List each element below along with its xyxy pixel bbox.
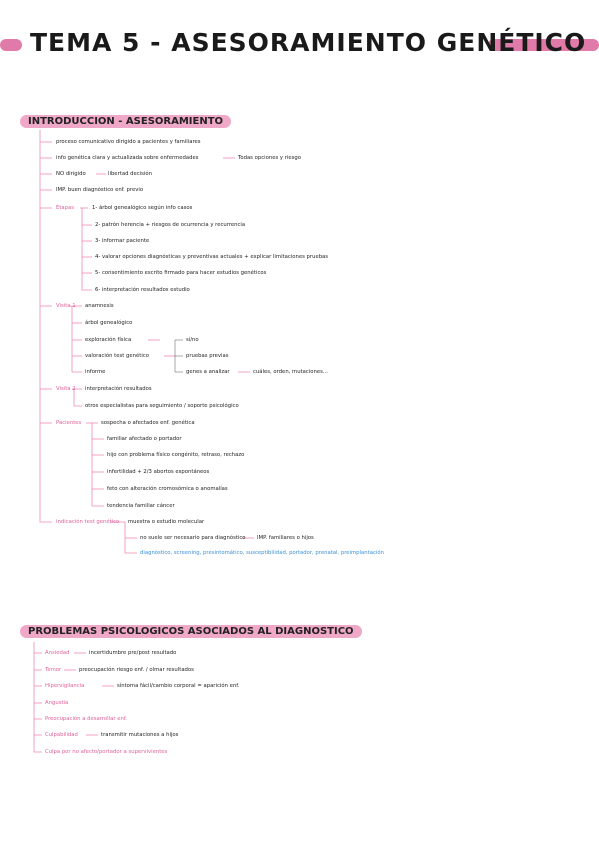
etapa-5: 5- consentimiento escrito firmado para h… bbox=[95, 270, 267, 276]
pacientes-item-1: sospecha o afectados enf. genética bbox=[101, 420, 195, 426]
problema-text-1: incertidumbre pre/post resultado bbox=[89, 650, 177, 656]
intro-line-3: NO dirigido bbox=[56, 171, 86, 177]
problema-label-7: Culpa por no afecto/portador a supervivi… bbox=[45, 749, 168, 755]
pacientes-item-2: familiar afectado o portador bbox=[107, 436, 182, 442]
problema-label-3: Hipervigilancia bbox=[45, 683, 85, 689]
etapa-2: 2- patrón herencia + riesgos de ocurrenc… bbox=[95, 222, 246, 228]
pacientes-item-5: feto con alteración cromosómica o anomal… bbox=[107, 486, 228, 492]
test-label: indicación test genético bbox=[56, 519, 120, 525]
visita1-item-5: informe bbox=[85, 369, 106, 375]
pacientes-item-6: tendencia familiar cáncer bbox=[107, 503, 175, 509]
problema-label-1: Ansiedad bbox=[45, 650, 70, 656]
problema-label-2: Temor bbox=[45, 667, 62, 673]
test-item-1: muestra o estudio molecular bbox=[128, 519, 205, 525]
intro-line-2b: Todas opciones y riesgo bbox=[238, 155, 302, 161]
visita1-sub-3b: cuáles, orden, mutaciones... bbox=[253, 369, 328, 375]
etapas-label: Etapas bbox=[56, 205, 75, 211]
visita1-sub-3: genes a analizar bbox=[186, 369, 230, 375]
visita1-item-1: anamnesis bbox=[85, 303, 114, 309]
intro-line-2: info genética clara y actualizada sobre … bbox=[56, 155, 199, 161]
visita1-label: Visita 1 bbox=[56, 303, 76, 309]
section-heading-intro: INTRODUCCION - ASESORAMIENTO bbox=[20, 115, 232, 128]
visita1-item-2: árbol genealógico bbox=[85, 320, 133, 326]
intro-line-1: proceso comunicativo dirigido a paciente… bbox=[56, 139, 201, 145]
visita2-item-2: otros especialistas para seguimiento / s… bbox=[85, 403, 239, 409]
problema-text-2: preocupación riesgo enf. / olmar resulta… bbox=[79, 667, 194, 673]
pacientes-item-4: infertilidad + 2/3 abortos espontáneos bbox=[107, 469, 210, 475]
etapa-1: 1- árbol genealógico según info casos bbox=[92, 205, 193, 211]
visita1-sub-1: sí/no bbox=[186, 337, 199, 343]
visita1-item-4: valoración test genético bbox=[85, 353, 149, 359]
intro-line-4: IMP. buen diagnóstico enf. previo bbox=[56, 187, 144, 193]
visita1-item-3: exploración física bbox=[85, 337, 132, 343]
problema-text-3: síntoma fácil/cambio corporal = aparició… bbox=[117, 683, 240, 689]
title-bar-right bbox=[488, 39, 599, 51]
test-item-2: no suele ser necesario para diagnóstico bbox=[140, 535, 246, 541]
problema-text-6: transmitir mutaciones a hijos bbox=[101, 732, 179, 738]
pacientes-item-3: hijo con problema físico congénito, retr… bbox=[107, 452, 245, 458]
test-blue-list: diagnóstico, screening, presintomático, … bbox=[140, 550, 384, 556]
problema-label-4: Angustia bbox=[45, 700, 69, 706]
pacientes-label: Pacientes bbox=[56, 420, 82, 426]
intro-line-3b: libertad decisión bbox=[108, 171, 152, 177]
visita2-item-1: interpretación resultados bbox=[85, 386, 152, 392]
problema-label-5: Preocupación a desarrollar enf. bbox=[45, 716, 127, 722]
etapa-6: 6- interpretación resultados estudio bbox=[95, 287, 190, 293]
visita1-sub-2: pruebas previas bbox=[186, 353, 229, 359]
etapa-3: 3- informar paciente bbox=[95, 238, 150, 244]
title-bar-left bbox=[0, 39, 22, 51]
problema-label-6: Culpabilidad bbox=[45, 732, 78, 738]
test-sub: IMP. familiares o hijos bbox=[257, 535, 314, 541]
etapa-4: 4- valorar opciones diagnósticas y preve… bbox=[95, 254, 329, 260]
visita2-label: Visita 2 bbox=[56, 386, 76, 392]
page-title: TEMA 5 - ASESORAMIENTO GENÉTICO bbox=[30, 28, 587, 57]
section-heading-problemas: PROBLEMAS PSICOLOGICOS ASOCIADOS AL DIAG… bbox=[20, 625, 362, 638]
